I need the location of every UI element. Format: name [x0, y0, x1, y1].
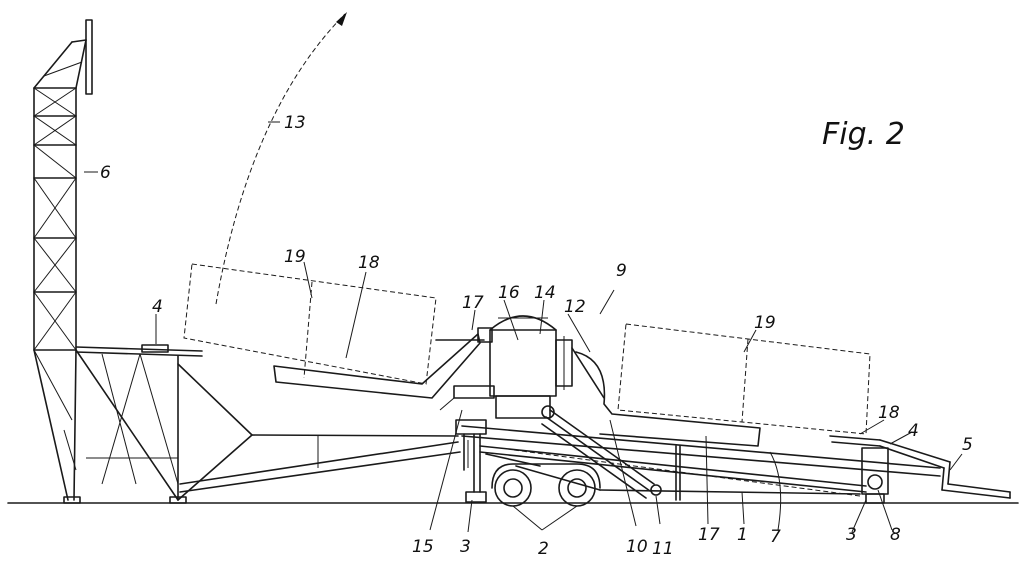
ref-label: 10 [626, 537, 648, 557]
reference-numerals: 1 2 3 3 4 4 5 6 7 7 8 9 10 11 12 13 14 1… [100, 113, 973, 559]
ref-label: 3 [460, 537, 471, 557]
turntable-assembly [439, 315, 573, 419]
chassis [455, 419, 941, 501]
container-raised [183, 263, 437, 385]
swing-arc [215, 13, 346, 305]
ref-label: 3 [846, 525, 857, 545]
container-lowered [617, 323, 871, 435]
support-leg-front [465, 433, 487, 503]
ref-label: 9 [616, 261, 627, 281]
swing-arc-arrowhead [336, 12, 347, 26]
ref-label: 12 [564, 297, 586, 317]
ref-label: 2 [538, 539, 549, 559]
hydraulic-cylinder [541, 405, 662, 499]
support-leg-rear [861, 447, 889, 504]
figure-title: Fig. 2 [822, 117, 905, 152]
ref-label: 8 [890, 525, 901, 545]
ref-label: 15 [412, 537, 434, 557]
ref-label: 19 [754, 313, 776, 333]
ref-label: 18 [878, 403, 900, 423]
ref-label: 17 [462, 293, 484, 313]
ref-label: 1 [737, 525, 748, 545]
loading-arm-lowered [571, 347, 761, 447]
ref-label: 4 [908, 421, 919, 441]
ref-label: 14 [534, 283, 556, 303]
ref-label: 13 [284, 113, 306, 133]
ramp [829, 435, 1011, 499]
leader-lines [84, 121, 963, 533]
ref-label: 17 [698, 525, 720, 545]
ref-label: 11 [652, 539, 674, 559]
ref-label: 6 [100, 163, 111, 183]
ref-label: 4 [152, 297, 163, 317]
ref-label: 5 [962, 435, 973, 455]
tower [33, 19, 179, 504]
ref-label: 18 [358, 253, 380, 273]
loading-arm-raised [273, 327, 493, 399]
ref-label: 7 [770, 527, 781, 547]
support-frame [75, 344, 461, 504]
ref-label: 19 [284, 247, 306, 267]
ref-label: 16 [498, 283, 520, 303]
